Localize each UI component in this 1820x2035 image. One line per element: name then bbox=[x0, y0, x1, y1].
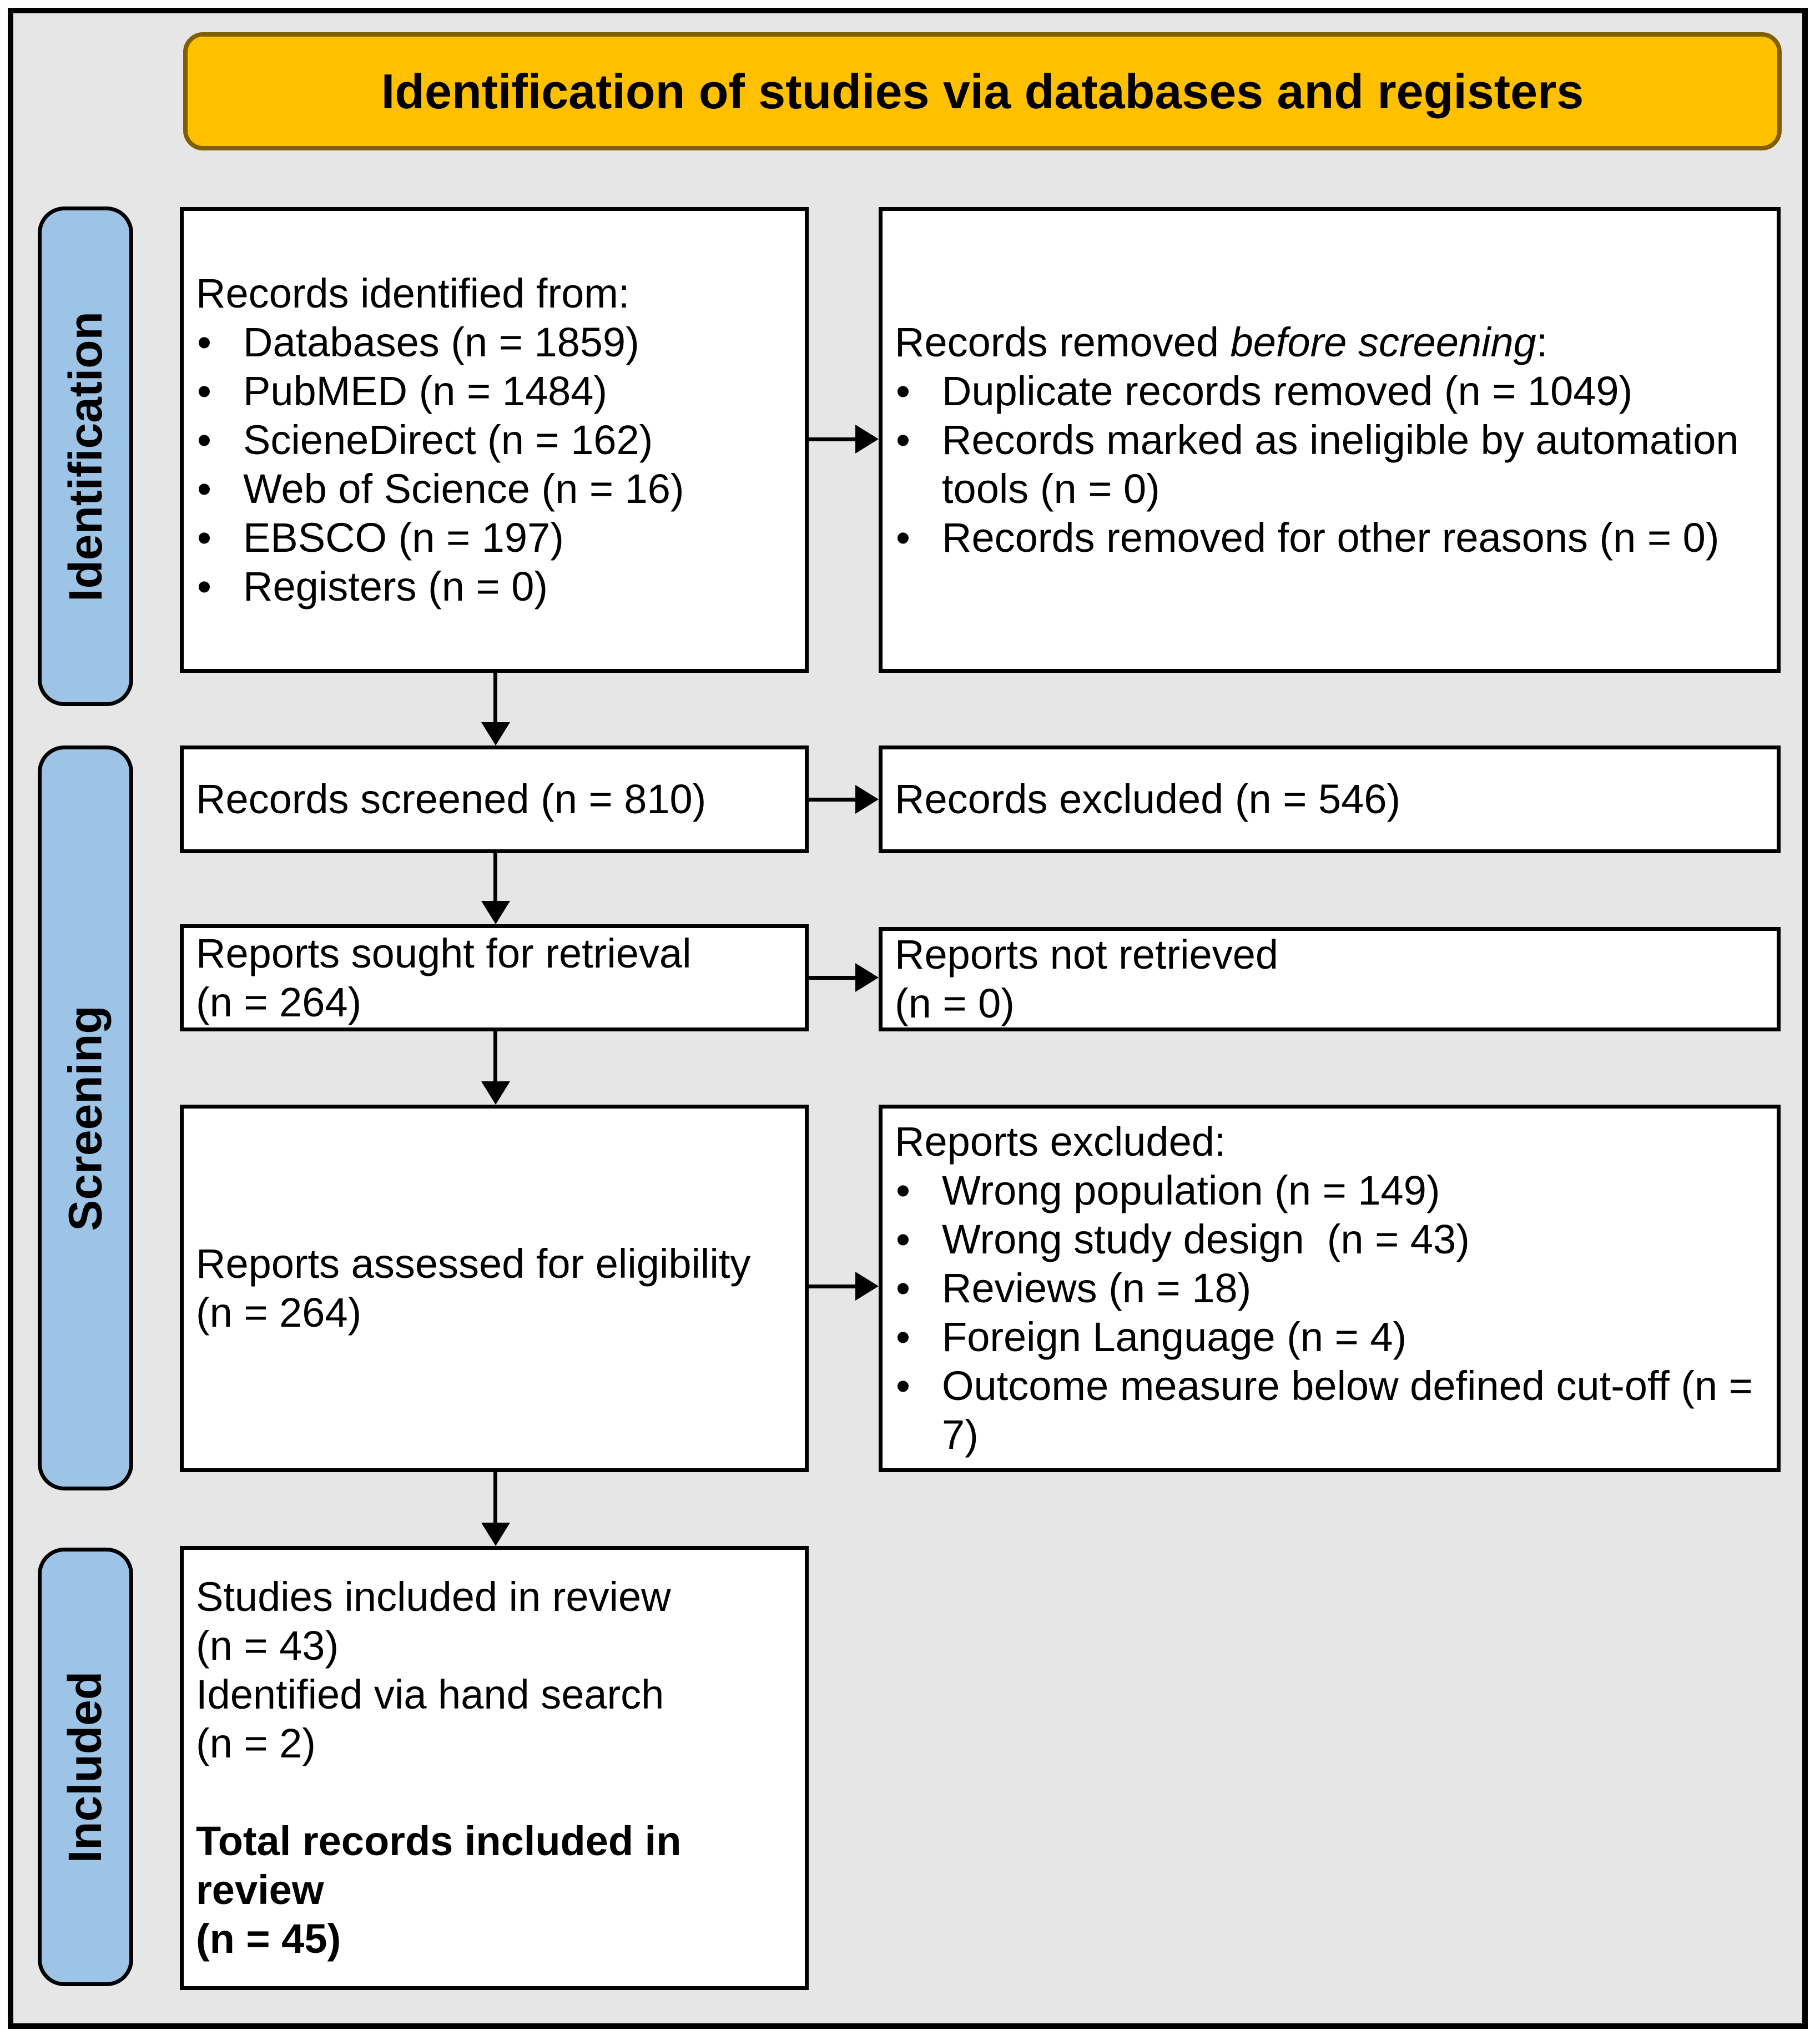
box-reports-assessed-text: Reports assessed for eligibility (n = 26… bbox=[196, 1241, 751, 1336]
box-records-identified-list: Databases (n = 1859)PubMED (n = 1484)Sci… bbox=[196, 318, 783, 611]
stage-label-screening-text: Screening bbox=[59, 1005, 112, 1231]
box-records-excluded-text: Records excluded (n = 546) bbox=[895, 776, 1401, 822]
box-reports-excluded: Reports excluded: Wrong population (n = … bbox=[879, 1105, 1781, 1472]
stage-label-identification-text: Identification bbox=[59, 311, 112, 602]
arrow-screened-to-sought-head bbox=[481, 901, 510, 924]
bullet-item: Records removed for other reasons (n = 0… bbox=[895, 513, 1755, 562]
box-records-removed: Records removed before screening: Duplic… bbox=[879, 207, 1781, 673]
box-studies-included-text: Studies included in review (n = 43) Iden… bbox=[196, 1574, 671, 1766]
arrow-assessed-to-included-line bbox=[493, 1472, 497, 1525]
bullet-item: Foreign Language (n = 4) bbox=[895, 1313, 1755, 1362]
bullet-item: Duplicate records removed (n = 1049) bbox=[895, 367, 1755, 416]
bullet-item: Registers (n = 0) bbox=[196, 562, 783, 611]
bullet-item: PubMED (n = 1484) bbox=[196, 367, 783, 416]
bullet-item: Wrong population (n = 149) bbox=[895, 1166, 1755, 1215]
arrow-sought-to-assessed-line bbox=[493, 1031, 497, 1085]
box-records-screened-text: Records screened (n = 810) bbox=[196, 776, 707, 822]
arrow-identified-to-screened-head bbox=[481, 722, 510, 746]
heading-italic: before screening bbox=[1230, 319, 1536, 365]
heading-prefix: Records removed bbox=[895, 319, 1231, 365]
bullet-item: Records marked as ineligible by automati… bbox=[895, 416, 1755, 513]
stage-label-included: Included bbox=[38, 1548, 133, 1986]
arrow-identified-to-removed-head bbox=[855, 425, 879, 454]
stage-label-screening: Screening bbox=[38, 746, 133, 1490]
bullet-item: Web of Science (n = 16) bbox=[196, 465, 783, 513]
bullet-item: Wrong study design (n = 43) bbox=[895, 1215, 1755, 1264]
bullet-item: Databases (n = 1859) bbox=[196, 318, 783, 367]
box-reports-not-retrieved-text: Reports not retrieved (n = 0) bbox=[895, 931, 1279, 1026]
box-records-removed-heading: Records removed before screening: bbox=[895, 318, 1755, 367]
box-records-identified: Records identified from: Databases (n = … bbox=[180, 207, 809, 673]
diagram-title-text: Identification of studies via databases … bbox=[381, 63, 1584, 119]
box-records-removed-list: Duplicate records removed (n = 1049)Reco… bbox=[895, 367, 1755, 562]
bullet-item: ScieneDirect (n = 162) bbox=[196, 416, 783, 465]
arrow-identified-to-removed-line bbox=[809, 437, 858, 441]
box-reports-assessed: Reports assessed for eligibility (n = 26… bbox=[180, 1105, 809, 1472]
box-reports-excluded-list: Wrong population (n = 149)Wrong study de… bbox=[895, 1166, 1755, 1459]
box-reports-not-retrieved: Reports not retrieved (n = 0) bbox=[879, 927, 1781, 1031]
arrow-sought-to-notretrieved-line bbox=[809, 976, 858, 980]
box-records-screened: Records screened (n = 810) bbox=[180, 746, 809, 853]
arrow-screened-to-sought-line bbox=[493, 853, 497, 904]
box-records-excluded: Records excluded (n = 546) bbox=[879, 746, 1781, 853]
arrow-screened-to-excluded-line bbox=[809, 798, 858, 802]
box-studies-included: Studies included in review (n = 43) Iden… bbox=[180, 1546, 809, 1990]
arrow-assessed-to-reportsexcluded-head bbox=[855, 1272, 879, 1301]
box-records-identified-heading: Records identified from: bbox=[196, 270, 630, 316]
arrow-assessed-to-reportsexcluded-line bbox=[809, 1285, 858, 1288]
arrow-sought-to-assessed-head bbox=[481, 1081, 510, 1105]
arrow-identified-to-screened-line bbox=[493, 673, 497, 728]
stage-label-included-text: Included bbox=[59, 1671, 112, 1863]
diagram-title: Identification of studies via databases … bbox=[183, 32, 1782, 150]
box-reports-sought-text: Reports sought for retrieval (n = 264) bbox=[196, 930, 692, 1025]
box-reports-excluded-heading: Reports excluded: bbox=[895, 1119, 1226, 1165]
box-reports-sought: Reports sought for retrieval (n = 264) bbox=[180, 924, 809, 1031]
box-total-included-text: Total records included in review (n = 45… bbox=[196, 1818, 682, 1962]
bullet-item: Outcome measure below defined cut-off (n… bbox=[895, 1362, 1755, 1459]
bullet-item: EBSCO (n = 197) bbox=[196, 513, 783, 562]
arrow-sought-to-notretrieved-head bbox=[855, 963, 879, 992]
heading-suffix: : bbox=[1536, 319, 1548, 365]
stage-label-identification: Identification bbox=[38, 206, 133, 706]
arrow-assessed-to-included-head bbox=[481, 1523, 510, 1546]
bullet-item: Reviews (n = 18) bbox=[895, 1264, 1755, 1313]
arrow-screened-to-excluded-head bbox=[855, 785, 879, 814]
